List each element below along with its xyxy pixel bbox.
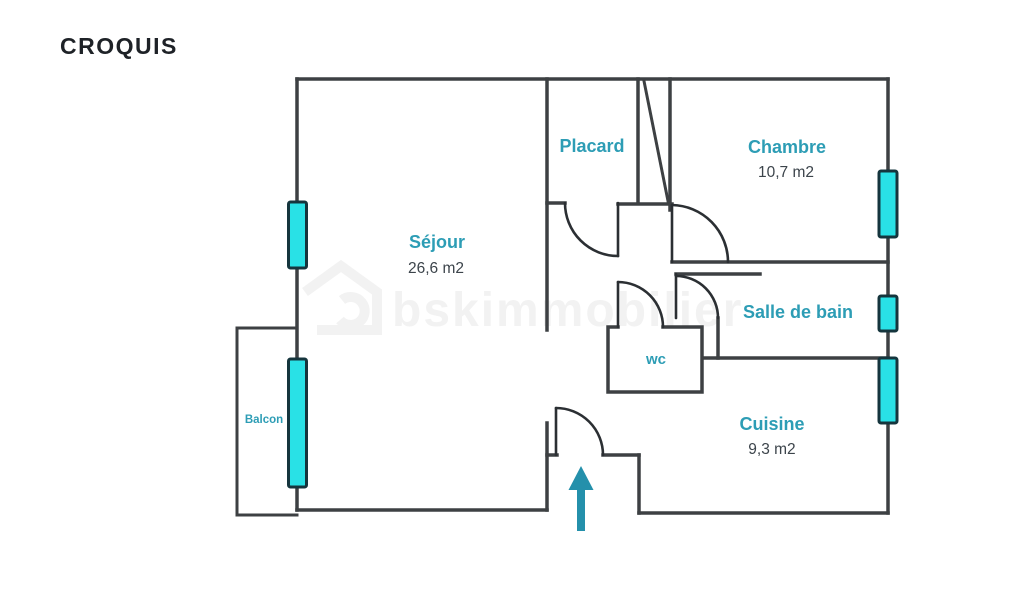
chambre-door <box>670 203 730 264</box>
cuisine-area: 9,3 m2 <box>748 441 795 458</box>
chambre-door-swing-arc <box>670 203 730 264</box>
duct-diagonal <box>642 79 670 203</box>
page-title: CROQUIS <box>60 33 178 59</box>
balcon-french-window <box>287 357 308 489</box>
placard-door-swing-arc <box>563 201 620 258</box>
balcon-label: Balcon <box>245 414 283 426</box>
room-labels: Séjour 26,6 m2 Placard Chambre 10,7 m2 S… <box>245 136 853 458</box>
sejour-window <box>287 200 308 270</box>
wc-door-swing-arc <box>616 280 665 329</box>
entrance-door <box>554 406 605 457</box>
placard-label: Placard <box>559 136 624 156</box>
entrance-door-swing-arc <box>554 406 605 457</box>
watermark-house-icon <box>302 259 382 335</box>
wc-door <box>616 280 665 329</box>
entrance-arrow-head <box>568 466 594 490</box>
salle-de-bain-window <box>877 294 899 333</box>
chambre-area: 10,7 m2 <box>758 164 814 181</box>
chambre-label: Chambre <box>748 137 826 157</box>
wc-walls <box>606 325 704 394</box>
watermark-text: bskimmobilier <box>392 284 743 337</box>
sejour-label: Séjour <box>409 232 465 252</box>
salle-de-bain-door <box>674 272 720 320</box>
balcony-walls <box>235 326 299 517</box>
entrance-arrow-icon <box>568 466 594 531</box>
cuisine-window <box>877 356 899 425</box>
sejour-area: 26,6 m2 <box>408 260 464 277</box>
cuisine-label: Cuisine <box>739 414 804 434</box>
windows <box>287 169 899 489</box>
chambre-window <box>877 169 899 239</box>
walls <box>235 77 890 517</box>
wc-label: wc <box>645 351 666 368</box>
salle-de-bain-door-swing-arc <box>674 274 720 320</box>
entrance-arrow-shaft <box>577 488 585 531</box>
placard-door <box>563 201 620 258</box>
salle-de-bain-label: Salle de bain <box>743 302 853 322</box>
doors <box>554 201 730 457</box>
